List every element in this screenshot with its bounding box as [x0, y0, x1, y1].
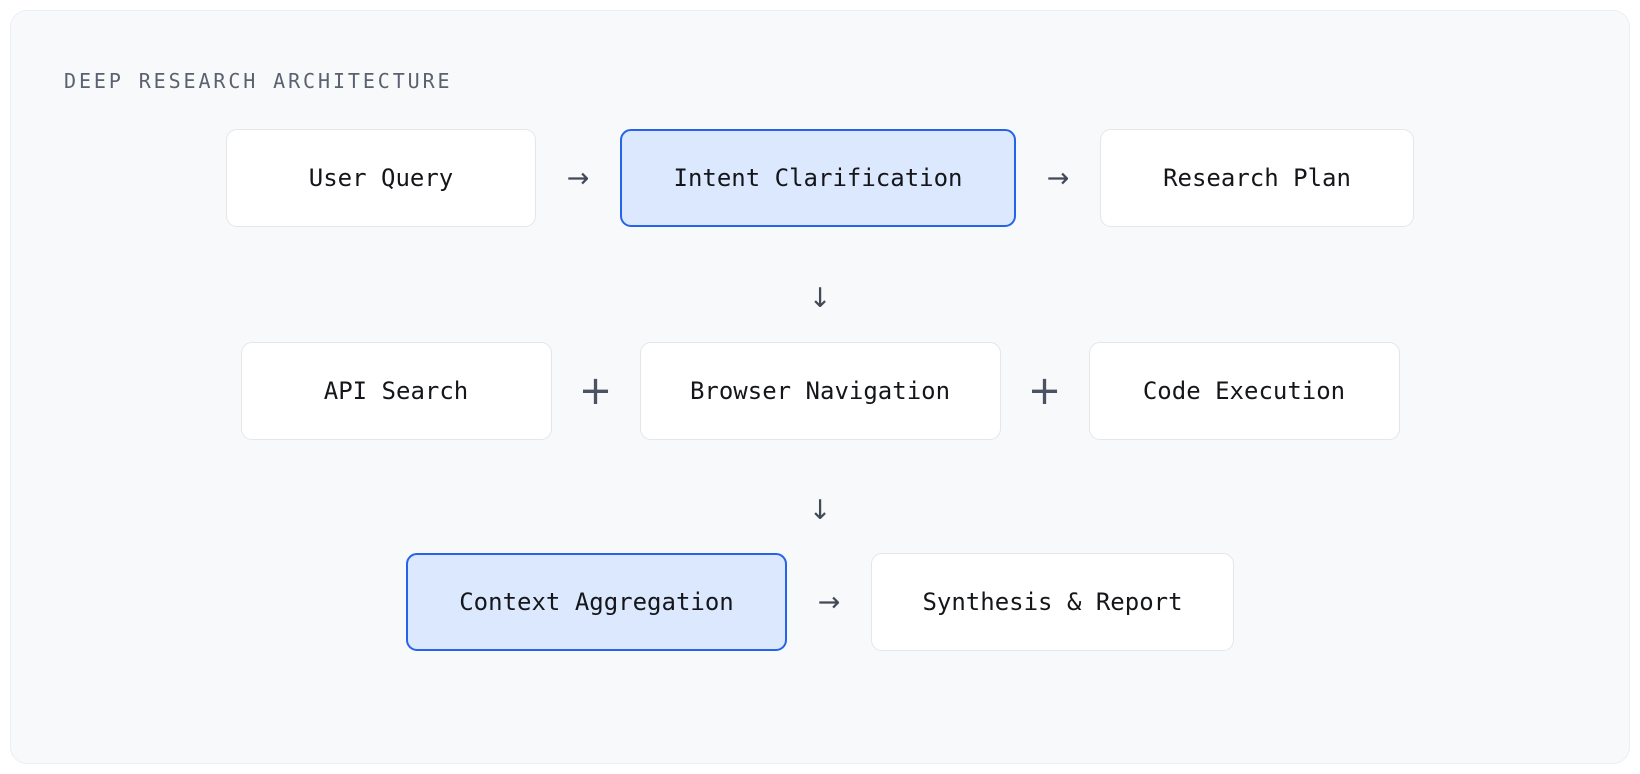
node-context-aggregation[interactable]: Context Aggregation: [406, 553, 787, 651]
plus-icon: +: [578, 368, 613, 414]
node-intent-clarification[interactable]: Intent Clarification: [620, 129, 1016, 227]
node-label: Code Execution: [1142, 377, 1346, 405]
pipeline-row-1: User Query → Intent Clarification → Rese…: [11, 129, 1629, 227]
node-label: User Query: [308, 164, 454, 192]
node-label: Intent Clarification: [673, 164, 963, 192]
arrow-right-icon: →: [817, 586, 841, 618]
node-browser-navigation[interactable]: Browser Navigation: [639, 342, 1001, 440]
arrow-right-icon: →: [1046, 162, 1070, 194]
node-synthesis-report[interactable]: Synthesis & Report: [871, 553, 1234, 651]
diagram-canvas: DEEP RESEARCH ARCHITECTURE User Query → …: [10, 10, 1630, 764]
node-label: Research Plan: [1163, 164, 1351, 192]
arrow-down-icon: ↓: [808, 283, 832, 314]
page-title: DEEP RESEARCH ARCHITECTURE: [64, 69, 453, 93]
node-label: Context Aggregation: [459, 588, 734, 616]
arrow-right-icon: →: [566, 162, 590, 194]
pipeline-row-2: API Search + Browser Navigation + Code E…: [11, 342, 1629, 440]
node-code-execution[interactable]: Code Execution: [1088, 342, 1400, 440]
arrow-down-icon: ↓: [808, 495, 832, 526]
node-label: API Search: [323, 377, 469, 405]
node-api-search[interactable]: API Search: [240, 342, 552, 440]
node-research-plan[interactable]: Research Plan: [1100, 129, 1414, 227]
node-label: Browser Navigation: [689, 377, 951, 405]
node-label: Synthesis & Report: [922, 588, 1183, 616]
pipeline-row-3: Context Aggregation → Synthesis & Report: [11, 553, 1629, 651]
node-user-query[interactable]: User Query: [226, 129, 536, 227]
plus-icon: +: [1027, 368, 1062, 414]
